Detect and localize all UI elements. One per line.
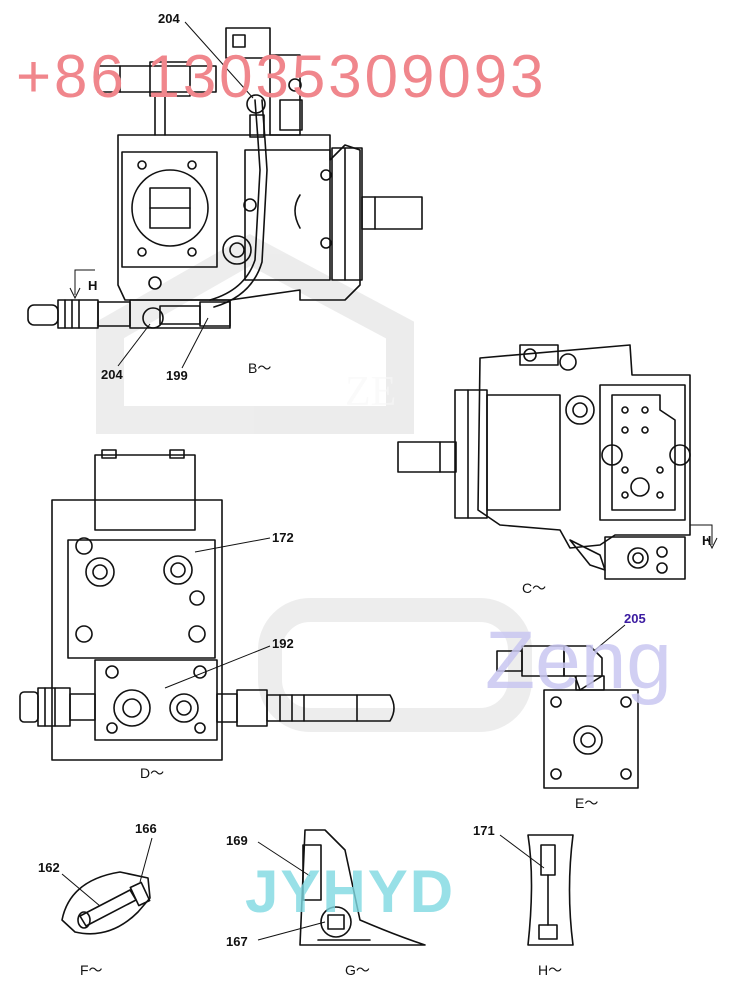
label-204-top: 204 <box>158 11 180 26</box>
view-label-g: G～ <box>345 962 370 978</box>
view-f-detail <box>61 871 151 935</box>
phone-watermark: +86 13035309093 <box>16 43 547 110</box>
label-192: 192 <box>272 636 294 651</box>
logo-watermark: JYHYD <box>245 858 455 925</box>
label-172: 172 <box>272 530 294 545</box>
view-label-f: F～ <box>80 962 103 978</box>
view-label-d: D～ <box>140 765 164 781</box>
label-199: 199 <box>166 368 188 383</box>
label-167: 167 <box>226 934 248 949</box>
svg-text:ZE: ZE <box>345 369 396 415</box>
view-label-h: H～ <box>538 962 562 978</box>
view-c-pump-assembly <box>397 344 718 580</box>
view-e-valve-block <box>496 645 639 789</box>
label-205: 205 <box>624 611 646 626</box>
faint-background-watermark: ZE <box>96 234 532 732</box>
view-b-pump-assembly <box>27 27 423 329</box>
label-162: 162 <box>38 860 60 875</box>
label-204-bottom: 204 <box>101 367 123 382</box>
section-marker-h-c: H <box>702 533 711 548</box>
label-166: 166 <box>135 821 157 836</box>
view-label-e: E～ <box>575 795 598 811</box>
view-label-c: C～ <box>522 580 546 596</box>
label-169: 169 <box>226 833 248 848</box>
label-171: 171 <box>473 823 495 838</box>
view-d-valve-plate-assembly <box>19 449 395 761</box>
section-marker-h-b: H <box>88 278 97 293</box>
view-label-b: B～ <box>248 360 271 376</box>
view-g-detail <box>299 829 426 946</box>
view-h-detail <box>527 834 574 946</box>
brand-watermark: Zeng <box>485 615 672 706</box>
